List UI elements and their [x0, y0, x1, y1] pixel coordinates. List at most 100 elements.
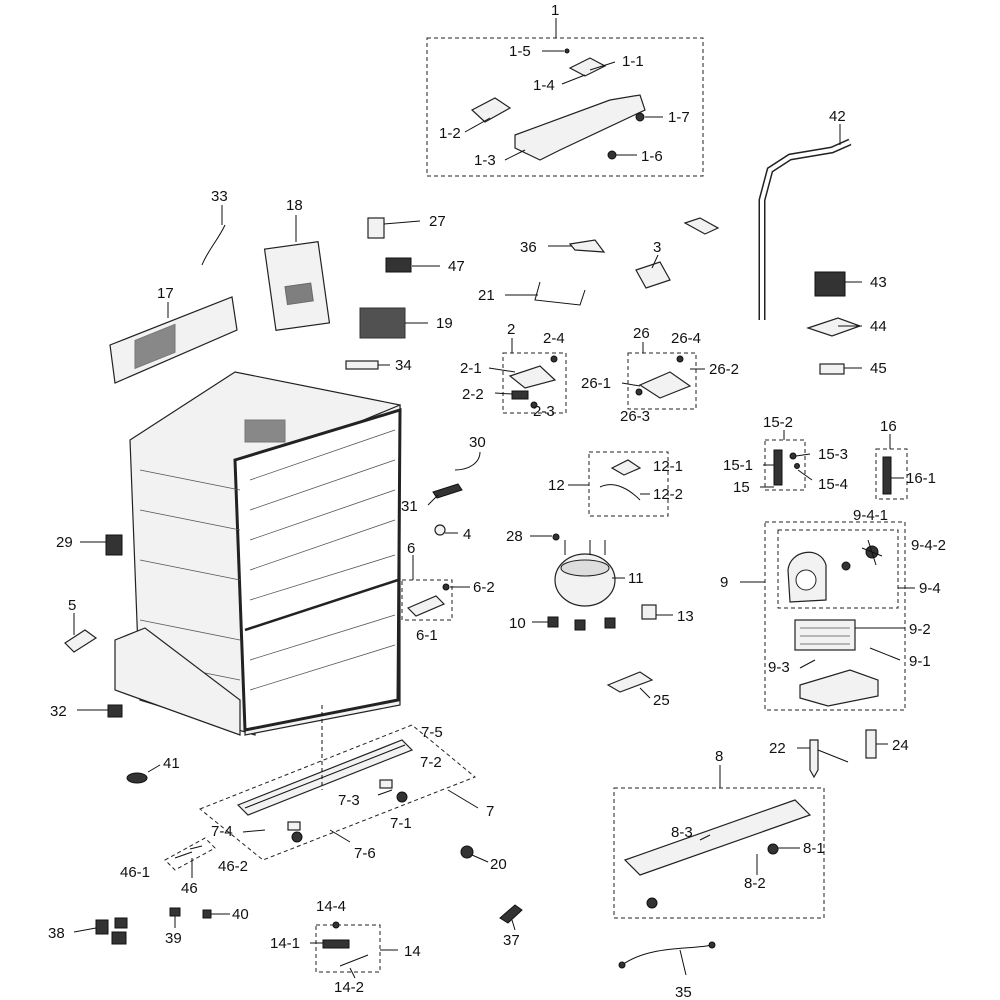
label-31: 31 [401, 498, 418, 515]
label-26-1: 26-1 [581, 375, 611, 392]
label-46-1: 46-1 [120, 864, 150, 881]
label-37: 37 [503, 932, 520, 949]
part-30-wire [454, 451, 481, 471]
label-14-1: 14-1 [270, 935, 300, 952]
label-7: 7 [486, 803, 494, 820]
label-8-2: 8-2 [744, 875, 766, 892]
part-14-2 [339, 954, 369, 967]
label-38: 38 [48, 925, 65, 942]
label-7-6: 7-6 [354, 845, 376, 862]
part-14-1 [322, 939, 350, 949]
label-9: 9 [720, 574, 728, 591]
label-33: 33 [211, 188, 228, 205]
part-15-4 [794, 463, 800, 469]
part-25 [606, 671, 654, 693]
group-8-box [613, 787, 825, 919]
part-19 [359, 307, 406, 339]
part-13 [641, 604, 657, 620]
label-35: 35 [675, 984, 692, 1000]
part-2-3 [530, 401, 538, 409]
part-7-5-rail [236, 739, 414, 816]
label-24: 24 [892, 737, 909, 754]
label-41: 41 [163, 755, 180, 772]
label-12: 12 [548, 477, 565, 494]
part-41 [126, 772, 148, 784]
part-15-1-fuse [773, 449, 783, 486]
label-29: 29 [56, 534, 73, 551]
label-1: 1 [551, 2, 559, 19]
part-drawings [64, 48, 892, 969]
label-1-1: 1-1 [622, 53, 644, 70]
part-12-1 [610, 459, 642, 476]
label-2-1: 2-1 [460, 360, 482, 377]
label-14-4: 14-4 [316, 898, 346, 915]
part-8-1 [767, 843, 779, 855]
part-47 [385, 257, 412, 273]
label-15-4: 15-4 [818, 476, 848, 493]
part-4 [434, 524, 446, 536]
part-35-wire [621, 944, 713, 966]
part-26-4 [676, 355, 684, 363]
label-47: 47 [448, 258, 465, 275]
label-6-2: 6-2 [473, 579, 495, 596]
part-26-3 [635, 388, 643, 396]
label-25: 25 [653, 692, 670, 709]
part-39 [169, 907, 181, 917]
label-7-4: 7-4 [211, 823, 233, 840]
part-22-sensor [809, 739, 819, 779]
label-2-3: 2-3 [533, 403, 555, 420]
label-7-2: 7-2 [420, 754, 442, 771]
label-26-2: 26-2 [709, 361, 739, 378]
label-17: 17 [157, 285, 174, 302]
group-26-box [627, 352, 697, 410]
label-5: 5 [68, 597, 76, 614]
part-37 [499, 904, 523, 924]
part-21-wire [534, 281, 586, 306]
label-3: 3 [653, 239, 661, 256]
part-20 [460, 845, 474, 859]
label-11: 11 [628, 570, 644, 587]
part-8-3-cover [623, 799, 812, 876]
group-12-box [588, 451, 669, 517]
label-42: 42 [829, 108, 846, 125]
group-9-4-box [777, 529, 899, 609]
label-8-1: 8-1 [803, 840, 825, 857]
label-15-3: 15-3 [818, 446, 848, 463]
part-26-1-hinge [638, 371, 692, 399]
label-36: 36 [520, 239, 537, 256]
part-3-hinge [635, 261, 671, 289]
part-32 [107, 704, 123, 718]
label-1-4: 1-4 [533, 77, 555, 94]
label-15-1: 15-1 [723, 457, 753, 474]
part-46-2 [189, 845, 203, 850]
part-2-1-hinge [508, 365, 557, 389]
group-16-box [875, 448, 908, 500]
label-13: 13 [677, 608, 694, 625]
label-26-3: 26-3 [620, 408, 650, 425]
part-14-4 [332, 921, 340, 929]
part-29 [105, 534, 123, 556]
label-18: 18 [286, 197, 303, 214]
label-8-3: 8-3 [671, 824, 693, 841]
part-27 [367, 217, 385, 239]
part-16-1 [882, 456, 892, 495]
label-2-4: 2-4 [543, 330, 565, 347]
part-9-2-evaporator [794, 619, 856, 651]
label-12-1: 12-1 [653, 458, 683, 475]
part-10 [547, 616, 559, 628]
label-2-2: 2-2 [462, 386, 484, 403]
part-7-4-roller [291, 831, 303, 843]
part-15-3 [789, 452, 797, 460]
label-14-2: 14-2 [334, 979, 364, 996]
label-1-7: 1-7 [668, 109, 690, 126]
group-6-box [401, 579, 453, 621]
label-7-3: 7-3 [338, 792, 360, 809]
label-46: 46 [181, 880, 198, 897]
label-10: 10 [509, 615, 526, 632]
label-16-1: 16-1 [906, 470, 936, 487]
label-26-4: 26-4 [671, 330, 701, 347]
group-boxes [164, 37, 908, 973]
group-1-box [426, 37, 704, 177]
label-1-3: 1-3 [474, 152, 496, 169]
label-9-3: 9-3 [768, 659, 790, 676]
